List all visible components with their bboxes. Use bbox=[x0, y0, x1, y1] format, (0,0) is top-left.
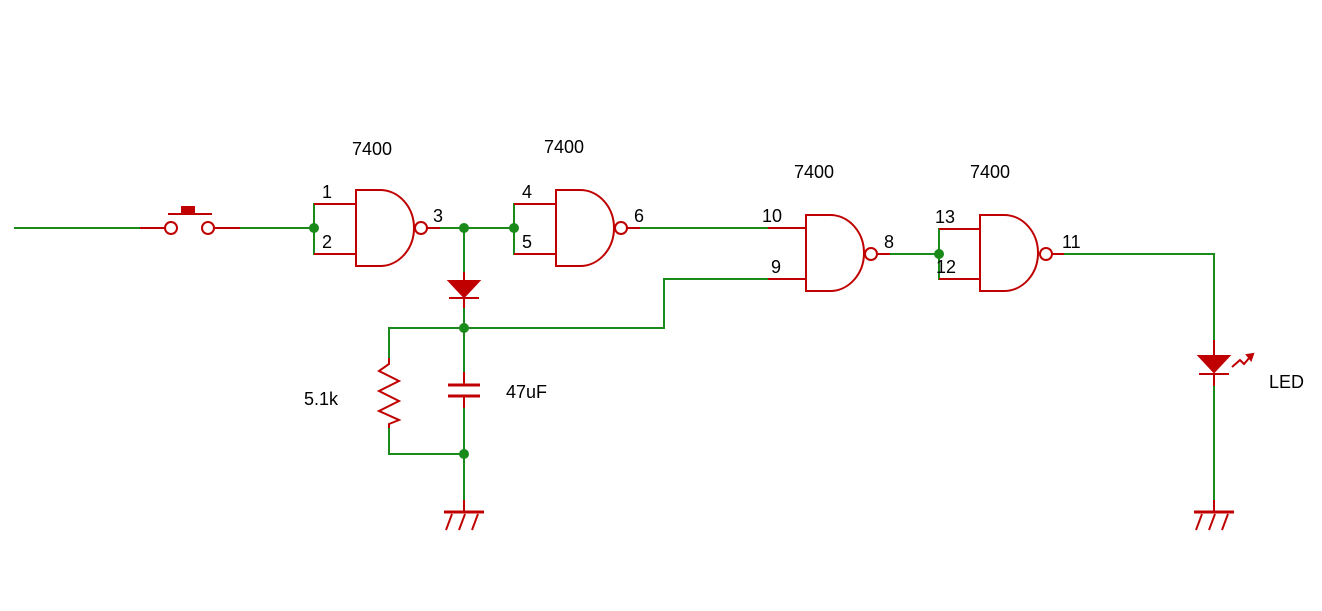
ground-symbol-2 bbox=[1194, 500, 1234, 531]
gate-2-pin-out: 6 bbox=[634, 206, 644, 226]
diode bbox=[446, 272, 482, 308]
capacitor: 47uF bbox=[448, 372, 547, 408]
push-button-switch bbox=[140, 206, 240, 235]
capacitor-value-label: 47uF bbox=[506, 382, 547, 402]
gate-3-pin-a: 10 bbox=[762, 206, 782, 226]
gate-1-pin-out: 3 bbox=[433, 206, 443, 226]
wires bbox=[14, 203, 1215, 511]
nand-gate-4: 7400 13 12 11 bbox=[935, 162, 1081, 292]
gate-4-pin-out: 11 bbox=[1062, 232, 1081, 252]
gate-2-pin-a: 4 bbox=[522, 182, 532, 202]
resistor: 5.1k bbox=[304, 358, 402, 428]
gate-1-part-label: 7400 bbox=[352, 139, 392, 159]
gate-3-part-label: 7400 bbox=[794, 162, 834, 182]
led-label: LED bbox=[1269, 372, 1304, 392]
gate-1-pin-b: 2 bbox=[322, 232, 332, 252]
junction-dots bbox=[309, 223, 944, 459]
gate-4-pin-a: 13 bbox=[935, 207, 955, 227]
nand-gate-1: 7400 1 2 3 bbox=[314, 139, 443, 267]
led: LED bbox=[1196, 340, 1304, 392]
nand-gate-2: 7400 4 5 6 bbox=[514, 137, 644, 267]
gate-2-pin-b: 5 bbox=[522, 232, 532, 252]
gate-4-pin-b: 12 bbox=[936, 257, 956, 277]
gate-3-pin-b: 9 bbox=[771, 257, 781, 277]
gate-4-part-label: 7400 bbox=[970, 162, 1010, 182]
ground-symbol-1 bbox=[444, 500, 484, 531]
gate-2-part-label: 7400 bbox=[544, 137, 584, 157]
nand-gate-3: 7400 10 9 8 bbox=[762, 162, 894, 292]
gate-1-pin-a: 1 bbox=[322, 182, 332, 202]
resistor-value-label: 5.1k bbox=[304, 389, 339, 409]
gate-3-pin-out: 8 bbox=[884, 232, 894, 252]
